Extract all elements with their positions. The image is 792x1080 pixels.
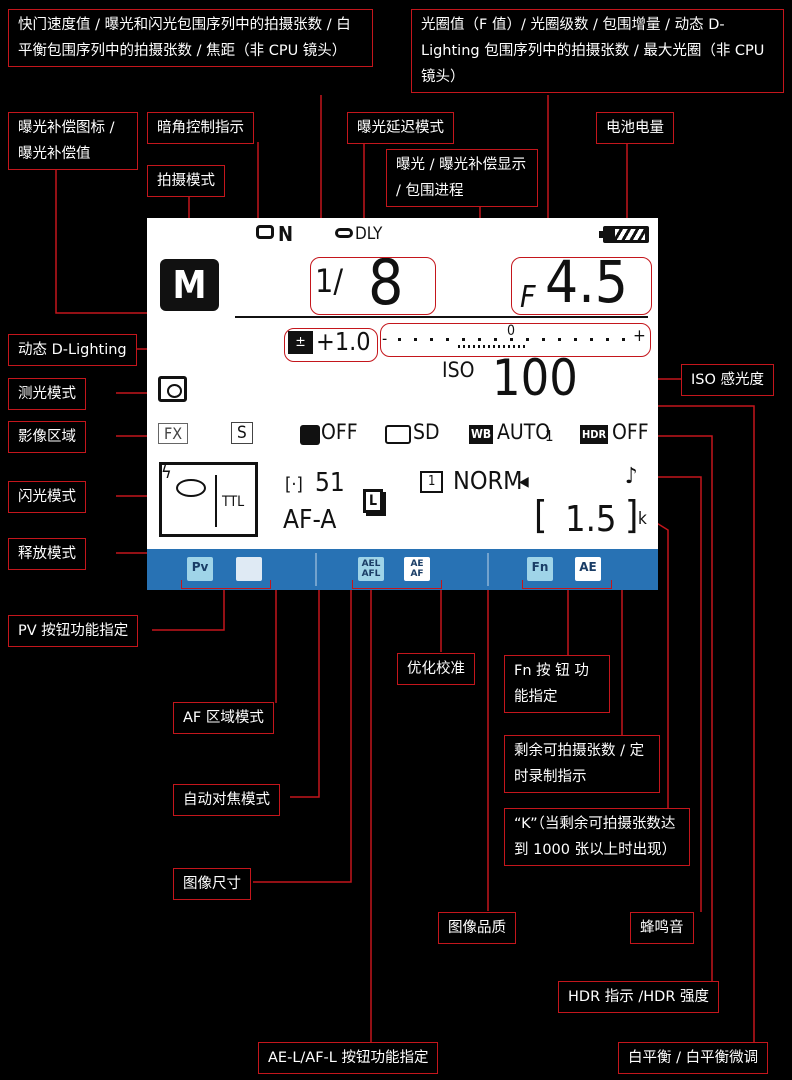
flash-divider xyxy=(215,475,217,527)
af-area-icon: [·] xyxy=(285,474,303,495)
aeafl-button-icon: AEL AFL xyxy=(358,557,384,581)
beep-icon: ♪ xyxy=(625,464,638,489)
meter-dots xyxy=(398,338,628,341)
label-remaining: 剩余可拍摄张数 / 定时录制指示 xyxy=(504,735,660,793)
fn-assignment-icon: AE xyxy=(575,557,601,581)
flash-mode-box: ϟ TTL xyxy=(159,462,258,537)
red-eye-icon xyxy=(176,479,206,497)
battery-icon xyxy=(599,226,649,243)
bar-separator xyxy=(487,553,489,586)
hdr-strength: OFF xyxy=(612,420,649,444)
label-flash-mode: 闪光模式 xyxy=(8,481,86,513)
leader-beep xyxy=(642,476,702,912)
delay-mode: DLY xyxy=(355,224,383,244)
label-hdr: HDR 指示 /HDR 强度 xyxy=(558,981,719,1013)
aperture-value: 4.5 xyxy=(545,248,628,316)
label-vignette: 暗角控制指示 xyxy=(147,112,254,144)
image-quality: NORM xyxy=(453,466,523,495)
pv-bracket xyxy=(181,580,271,589)
label-k-note: “K”（当剩余可拍摄张数达到 1000 张以上时出现） xyxy=(504,808,690,866)
shooting-mode: M xyxy=(160,259,219,311)
thousands-k: k xyxy=(638,509,647,529)
white-balance-icon: WB xyxy=(469,425,494,444)
iso-value: 100 xyxy=(492,349,578,407)
label-aeafl-button: AE-L/AF-L 按钮功能指定 xyxy=(258,1042,439,1074)
shutter-highlight-box xyxy=(310,257,436,315)
shutter-speed-value: 8 xyxy=(368,246,404,319)
remaining-bracket-close: ] xyxy=(625,493,639,537)
hdr-icon: HDR xyxy=(580,425,609,444)
quality-box: 1 xyxy=(420,471,444,493)
iso-label: ISO xyxy=(442,358,475,382)
image-area: FX xyxy=(158,423,189,444)
quality-arrow-icon: ◀ xyxy=(519,474,529,490)
label-white-balance: 白平衡 / 白平衡微调 xyxy=(618,1042,769,1074)
exposure-comp-box xyxy=(284,328,378,362)
wb-fine-tune: 1 xyxy=(545,427,554,445)
meter-minus: - xyxy=(382,329,388,348)
leader-k xyxy=(654,521,669,808)
label-shutter-speed: 快门速度值 / 曝光和闪光包围序列中的拍摄张数 / 白平衡包围序列中的拍摄张数 … xyxy=(8,9,373,67)
vignette-level: N xyxy=(278,222,294,246)
label-af-mode: 自动对焦模式 xyxy=(173,784,280,816)
leader-pv xyxy=(152,586,225,631)
image-size: L xyxy=(363,489,384,513)
aperture-prefix: F xyxy=(520,280,536,315)
flash-ttl: TTL xyxy=(222,494,245,510)
af-mode: AF-A xyxy=(283,505,337,535)
remaining-bracket-open: [ xyxy=(534,493,548,537)
fn-bracket xyxy=(522,580,612,589)
af-area-points: 51 xyxy=(315,468,345,498)
aperture-highlight-box xyxy=(511,257,652,315)
pv-button-icon: Pv xyxy=(187,557,213,581)
leader-hdr xyxy=(646,435,713,981)
vignette-icon xyxy=(256,225,274,239)
exposure-meter-box xyxy=(380,323,651,357)
delay-icon xyxy=(335,228,353,238)
fn-button-icon: Fn xyxy=(527,557,553,581)
label-image-area: 影像区域 xyxy=(8,421,86,453)
divider-line xyxy=(235,316,648,318)
release-mode: S xyxy=(231,422,253,444)
meter-zero: 0 xyxy=(507,323,516,339)
function-assignment-bar: Pv AEL AFL AE AF Fn AE xyxy=(147,549,658,590)
meter-bracket-ticks xyxy=(458,345,526,348)
active-d-lighting: OFF xyxy=(321,420,358,444)
camera-lcd: N DLY M 1/ 8 F 4.5 ± +1.0 - 0 + ISO 100 … xyxy=(147,218,658,590)
label-beep: 蜂鸣音 xyxy=(630,912,694,944)
label-picture-control: 优化校准 xyxy=(397,653,475,685)
label-image-quality: 图像品质 xyxy=(438,912,516,944)
label-af-area: AF 区域模式 xyxy=(173,702,274,734)
label-image-size: 图像尺寸 xyxy=(173,868,251,900)
pv-assignment-icon xyxy=(236,557,262,581)
leader-af-mode xyxy=(290,535,320,798)
label-iso: ISO 感光度 xyxy=(681,364,775,396)
exposure-comp-value: +1.0 xyxy=(316,327,371,356)
label-exposure-comp-icon: 曝光补偿图标 / 曝光补偿值 xyxy=(8,112,138,170)
label-fn-button: Fn 按 钮 功 能指定 xyxy=(504,655,610,713)
label-battery: 电池电量 xyxy=(596,112,674,144)
label-active-d-lighting: 动态 D-Lighting xyxy=(8,334,137,366)
remaining-shots: 1.5 xyxy=(565,499,617,540)
aeafl-bracket xyxy=(352,580,442,589)
flash-bolt-icon: ϟ xyxy=(161,462,172,483)
aeafl-assignment-icon: AE AF xyxy=(404,557,430,581)
active-d-lighting-icon xyxy=(300,425,320,445)
label-pv-button: PV 按钮功能指定 xyxy=(8,615,139,647)
shutter-fraction: 1/ xyxy=(315,262,344,300)
white-balance: AUTO xyxy=(497,420,551,444)
metering-mode-icon xyxy=(158,376,187,402)
label-exposure-delay: 曝光延迟模式 xyxy=(347,112,454,144)
label-aperture: 光圈值（F 值）/ 光圈级数 / 包围增量 / 动态 D-Lighting 包围… xyxy=(411,9,784,93)
picture-control: SD xyxy=(413,420,440,444)
label-release-mode: 释放模式 xyxy=(8,538,86,570)
label-exposure-display: 曝光 / 曝光补偿显示 / 包围进程 xyxy=(386,149,538,207)
picture-control-icon xyxy=(385,425,411,444)
bar-separator xyxy=(315,553,317,586)
exposure-comp-icon: ± xyxy=(288,331,313,354)
label-shooting-mode: 拍摄模式 xyxy=(147,165,225,197)
label-metering: 测光模式 xyxy=(8,378,86,410)
